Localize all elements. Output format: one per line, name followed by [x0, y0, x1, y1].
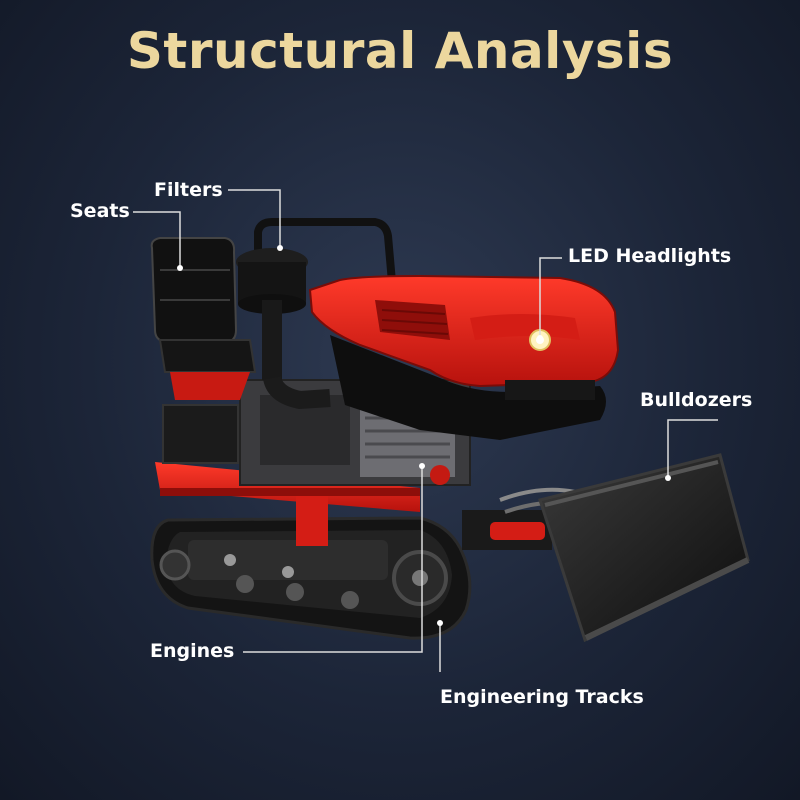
roll-bar [254, 218, 396, 304]
page-title: Structural Analysis [126, 22, 674, 80]
filters-leader-line [228, 189, 281, 248]
label-led-headlights: LED Headlights [568, 245, 732, 267]
chassis-frame [155, 462, 420, 546]
label-filters: Filters [154, 179, 223, 201]
seats-leader-line [133, 211, 181, 268]
label-bulldozers: Bulldozers [640, 389, 753, 411]
track-wheel [286, 583, 304, 601]
track-wheel [159, 549, 191, 581]
hood [308, 274, 620, 440]
seat [150, 237, 257, 400]
label-engines: Engines [150, 640, 235, 662]
engines-leader-line [243, 466, 423, 653]
air-filter [236, 248, 331, 410]
bulldozers-leader-line [667, 419, 718, 478]
track-wheel [236, 575, 254, 593]
track-wheel [341, 591, 359, 609]
label-seats: Seats [70, 200, 130, 222]
battery-box [162, 404, 239, 464]
leader-lines [133, 189, 718, 672]
led-headlights-leader-line [539, 257, 562, 338]
bulldozer-blade [538, 453, 750, 643]
label-engineering-tracks: Engineering Tracks [440, 686, 644, 708]
crawler-track [150, 516, 472, 640]
